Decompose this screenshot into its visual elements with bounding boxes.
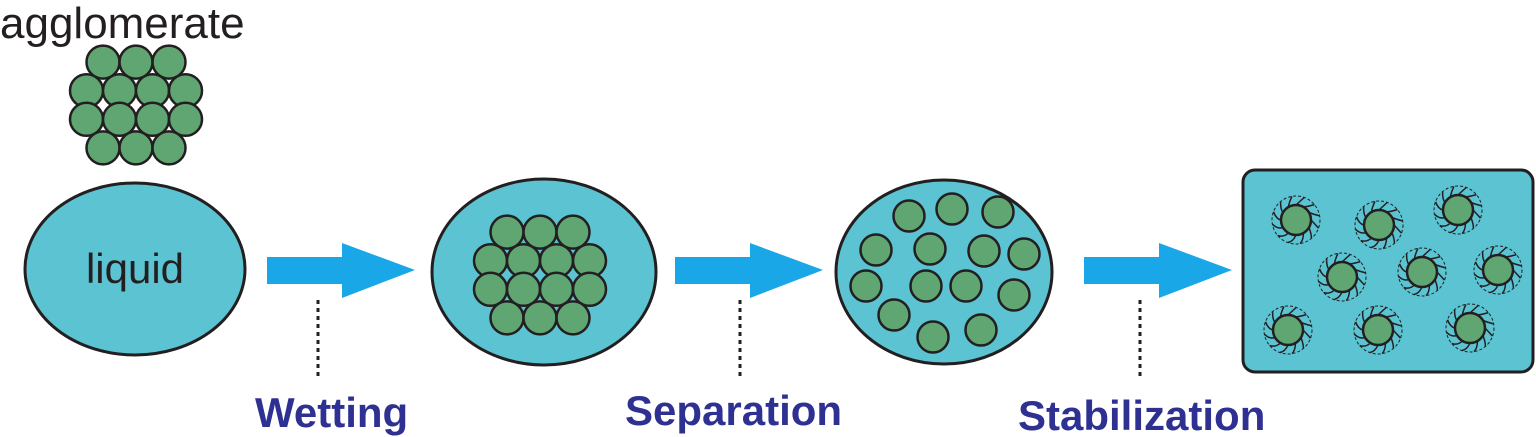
particle-icon (571, 271, 608, 308)
particle-icon (964, 313, 998, 347)
particle-icon (997, 278, 1031, 312)
step-label-separation: Separation (625, 387, 842, 434)
particle-icon (1007, 237, 1041, 271)
stabilized-particle-icon (1397, 247, 1447, 297)
stabilized-particle-icon (1317, 252, 1367, 302)
particle-icon (935, 192, 969, 226)
particle-icon (859, 233, 893, 267)
particle-icon (949, 269, 983, 303)
particle-icon (877, 298, 911, 332)
stabilized-particle-icon (1354, 200, 1404, 250)
particle-icon (151, 44, 187, 80)
particle-icon (85, 130, 121, 166)
particle-icon (892, 199, 926, 233)
wetted-agglomerate (472, 214, 608, 336)
agglomerate-label: agglomerate (0, 0, 245, 48)
liquid-label: liquid (86, 245, 184, 292)
particle-icon (555, 214, 591, 250)
step-label-wetting: Wetting (255, 389, 408, 436)
stabilized-particle-icon (1263, 305, 1313, 355)
agglomerate-cluster (68, 44, 204, 166)
step-label-stabilization: Stabilization (1018, 392, 1265, 437)
stabilized-particle-icon (1445, 303, 1495, 353)
particle-icon (522, 300, 558, 336)
particle-icon (555, 300, 591, 336)
stabilized-particle-icon (1271, 195, 1321, 245)
liquid-droplet (23, 181, 247, 357)
particle-icon (118, 130, 154, 166)
stabilized-particle-icon (1473, 245, 1523, 295)
particle-icon (909, 269, 943, 303)
process-arrow-icon (267, 243, 415, 298)
particle-icon (967, 234, 1001, 268)
particle-icon (489, 300, 525, 336)
particle-icon (916, 320, 950, 354)
separated-particles (849, 192, 1041, 354)
particle-icon (167, 101, 204, 138)
particle-icon (981, 195, 1015, 229)
process-arrow-icon (1084, 243, 1232, 298)
particle-icon (849, 269, 883, 303)
stabilized-particles (1263, 185, 1523, 355)
stabilized-particle-icon (1433, 185, 1483, 235)
particle-icon (913, 232, 947, 266)
particle-icon (151, 130, 187, 166)
stabilized-particle-icon (1353, 305, 1403, 355)
process-arrow-icon (675, 243, 823, 298)
